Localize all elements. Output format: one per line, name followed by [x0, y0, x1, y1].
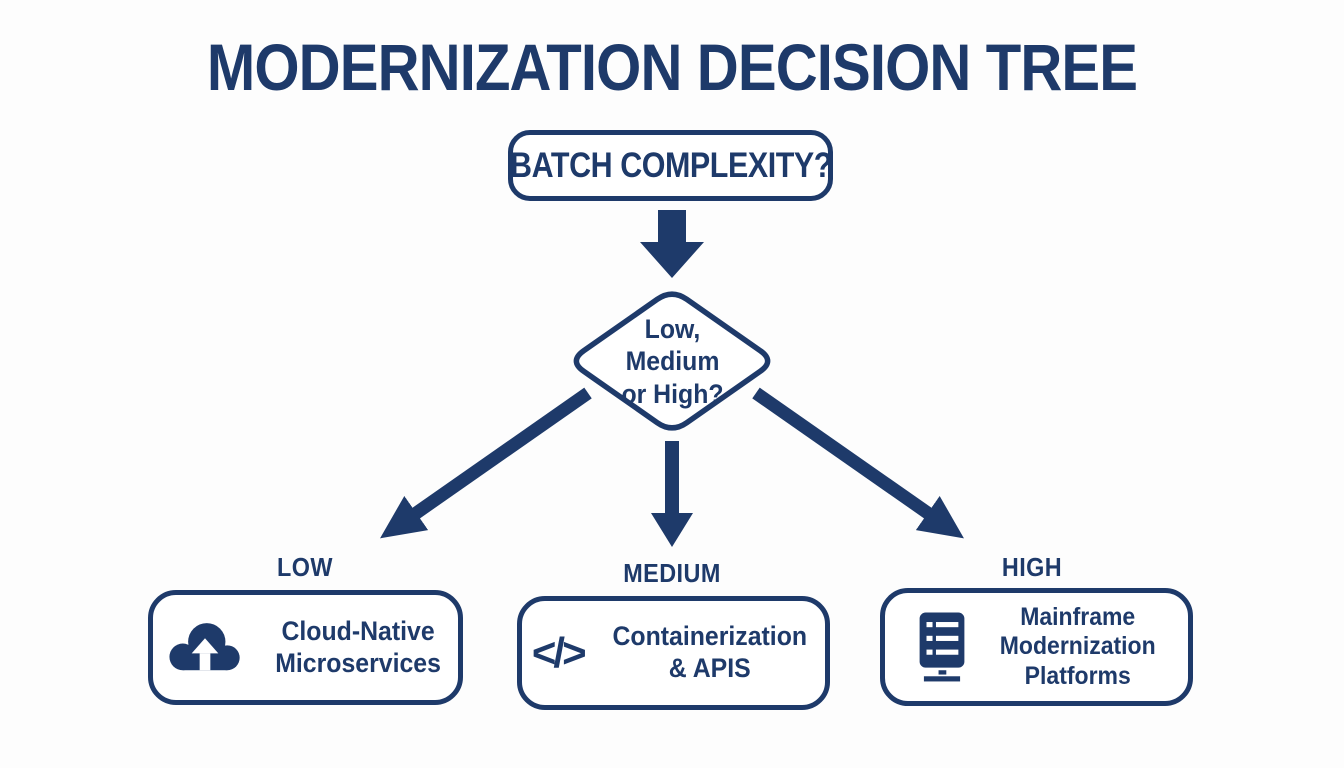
- outcome-medium-line-2: & APIS: [668, 653, 751, 683]
- outcome-box-medium: </> Containerization & APIS: [517, 596, 830, 710]
- outcome-text-medium: Containerization & APIS: [612, 621, 807, 685]
- decision-diamond-shape: [573, 291, 771, 431]
- outcome-high-line-1: Mainframe: [1019, 602, 1136, 631]
- branch-label-low: LOW: [277, 552, 333, 582]
- diamond-line-3: or High?: [621, 378, 724, 409]
- diamond-line-2: Medium: [625, 346, 720, 377]
- page-title: MODERNIZATION DECISION TREE: [206, 30, 1138, 104]
- arrow-branch-low: [380, 387, 592, 539]
- outcome-box-low: Cloud-Native Microservices: [148, 590, 463, 705]
- outcome-medium-line-1: Containerization: [612, 621, 807, 652]
- server-icon: [919, 612, 965, 682]
- question-box: BATCH COMPLEXITY?: [508, 130, 833, 201]
- branch-label-high: HIGH: [1001, 552, 1063, 582]
- outcome-box-high: Mainframe Modernization Platforms: [880, 588, 1193, 706]
- arrow-question-to-diamond: [640, 210, 704, 278]
- outcome-high-line-2: Modernization: [999, 632, 1156, 661]
- code-icon: </>: [531, 629, 587, 676]
- arrow-branch-high: [752, 387, 964, 539]
- decision-diamond-label: Low, Medium or High?: [577, 291, 767, 432]
- question-box-label: BATCH COMPLEXITY?: [509, 145, 832, 185]
- outcome-text-high: Mainframe Modernization Platforms: [1000, 603, 1156, 692]
- outcome-text-low: Cloud-Native Microservices: [276, 616, 442, 680]
- branch-label-medium: MEDIUM: [623, 558, 721, 588]
- outcome-high-line-3: Platforms: [1024, 661, 1131, 690]
- arrow-branch-medium: [651, 441, 693, 547]
- outcome-low-line-1: Cloud-Native: [281, 615, 436, 646]
- outcome-low-line-2: Microservices: [275, 647, 442, 678]
- cloud-upload-icon: [169, 622, 241, 670]
- diamond-line-1: Low,: [644, 313, 701, 344]
